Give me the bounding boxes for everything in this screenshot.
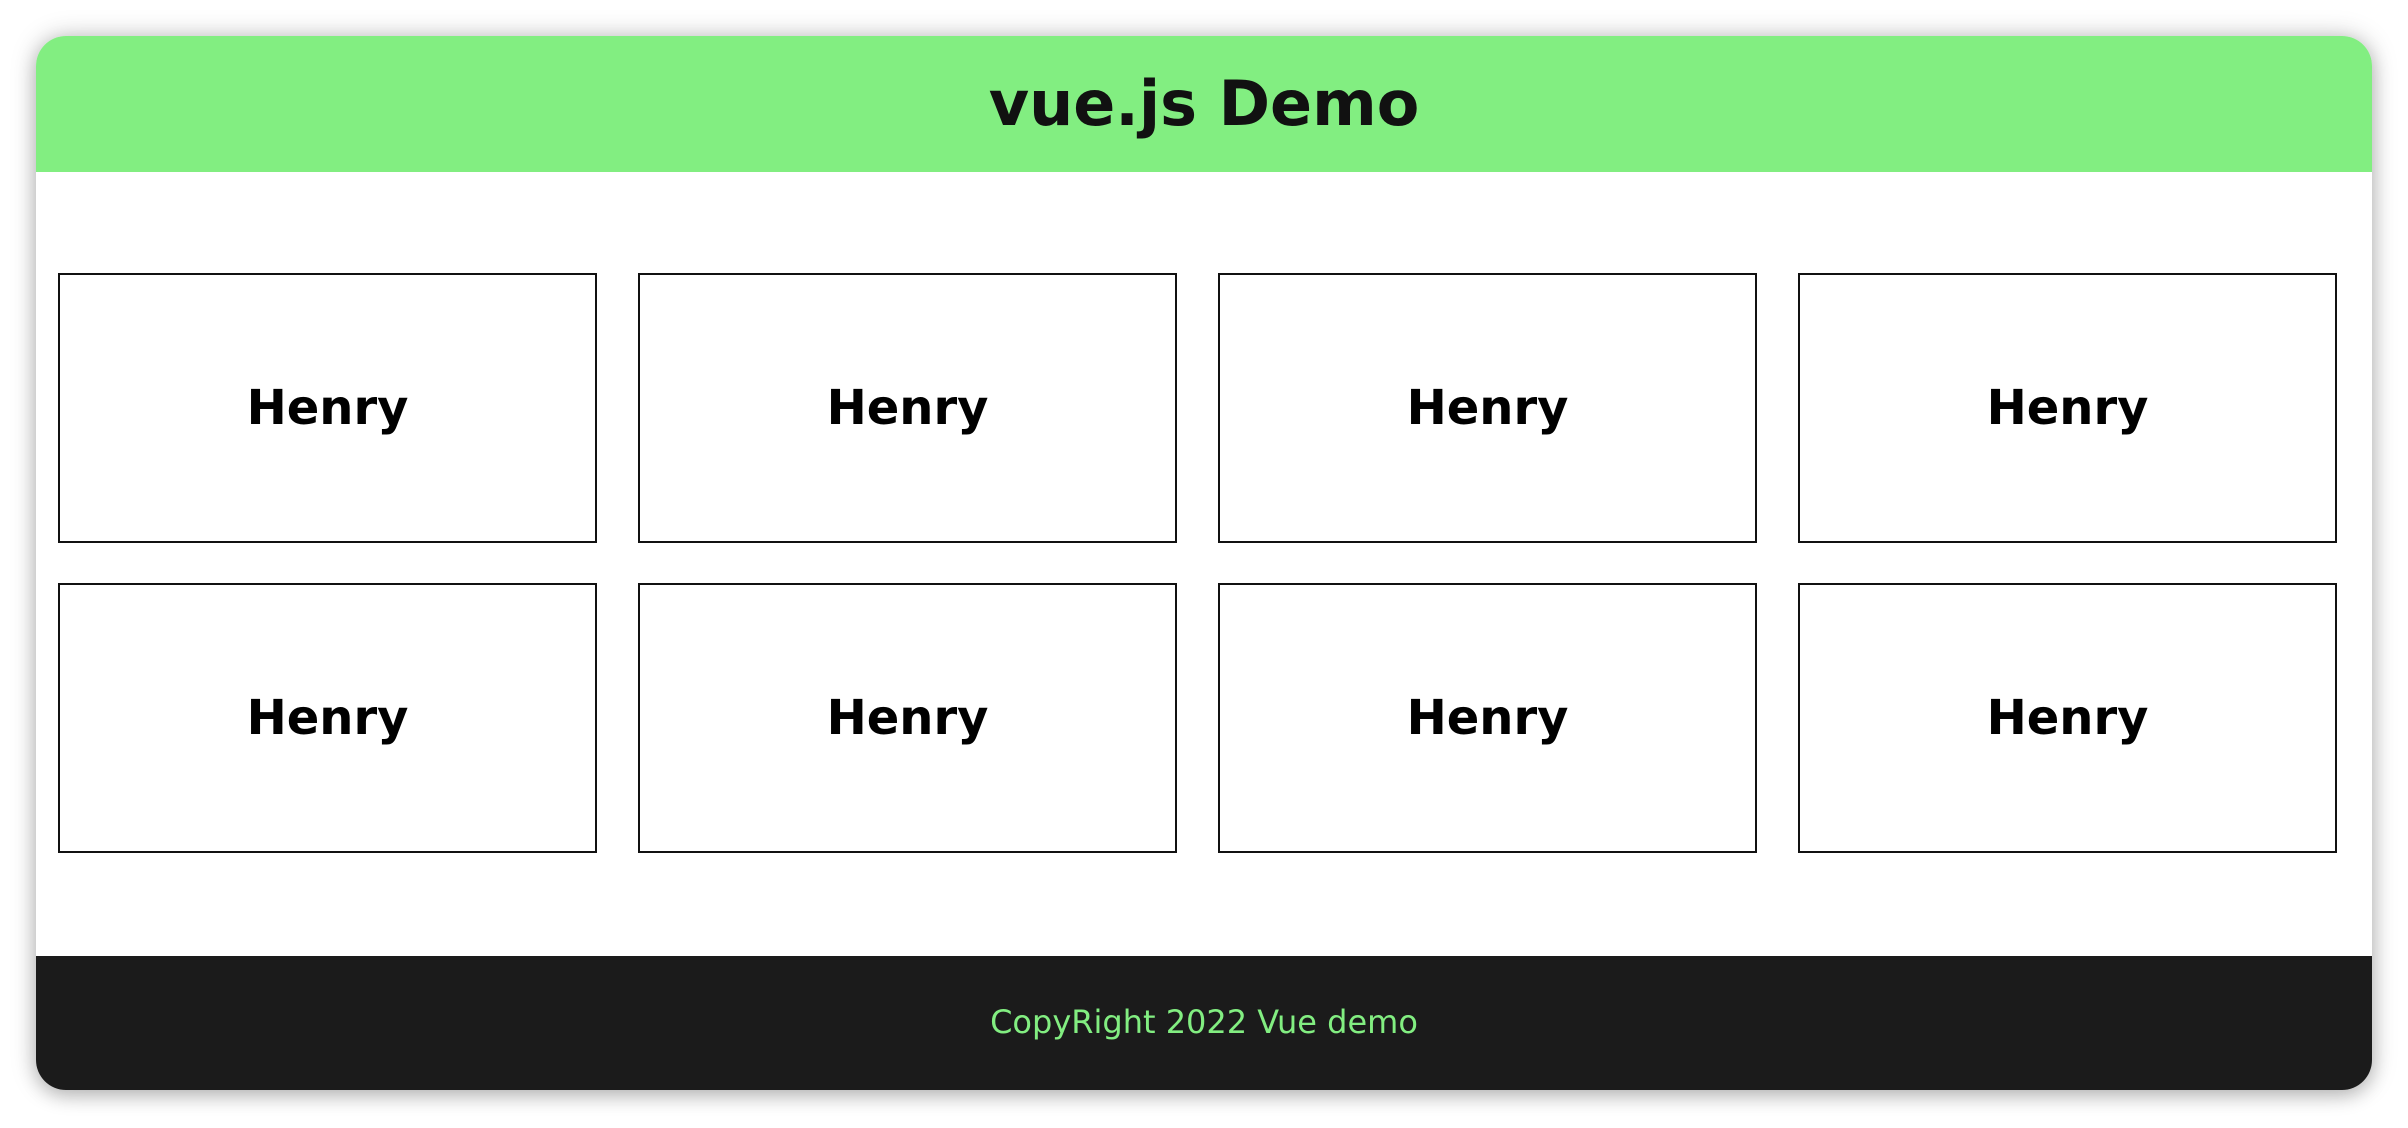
card-label: Henry xyxy=(246,690,409,746)
name-card[interactable]: Henry xyxy=(1798,583,2337,853)
name-card[interactable]: Henry xyxy=(1218,583,1757,853)
card-label: Henry xyxy=(1986,380,2149,436)
name-card[interactable]: Henry xyxy=(58,583,597,853)
name-card[interactable]: Henry xyxy=(638,583,1177,853)
card-label: Henry xyxy=(1406,380,1569,436)
card-label: Henry xyxy=(246,380,409,436)
card-label: Henry xyxy=(826,690,989,746)
copyright-text: CopyRight 2022 Vue demo xyxy=(990,1003,1418,1041)
page-title: vue.js Demo xyxy=(988,66,1420,140)
page-header: vue.js Demo xyxy=(36,36,2372,172)
card-label: Henry xyxy=(1406,690,1569,746)
card-label: Henry xyxy=(1986,690,2149,746)
card-label: Henry xyxy=(826,380,989,436)
page-footer: CopyRight 2022 Vue demo xyxy=(36,956,2372,1090)
name-card[interactable]: Henry xyxy=(1218,273,1757,543)
name-card[interactable]: Henry xyxy=(1798,273,2337,543)
app-window: vue.js Demo Henry Henry Henry Henry Henr… xyxy=(36,36,2372,1090)
name-card[interactable]: Henry xyxy=(638,273,1177,543)
name-card[interactable]: Henry xyxy=(58,273,597,543)
card-grid: Henry Henry Henry Henry Henry Henry Henr… xyxy=(58,273,2338,853)
